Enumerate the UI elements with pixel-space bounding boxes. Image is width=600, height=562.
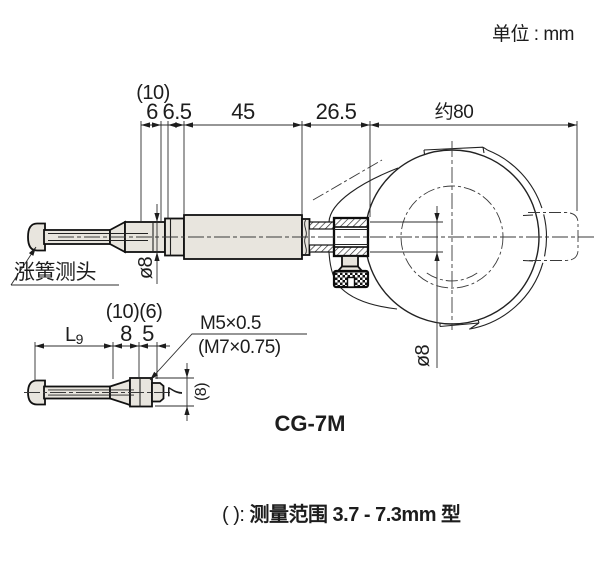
probe-and-body bbox=[27, 214, 594, 289]
probe-tip-label: 涨簧测头 bbox=[14, 261, 96, 284]
clamp-block bbox=[332, 216, 370, 258]
dim-7: 7 bbox=[165, 386, 187, 397]
dim-approx-80: 约80 bbox=[435, 101, 474, 123]
dim-26-5: 26.5 bbox=[316, 99, 357, 124]
thread-alt-label: (M7×0.75) bbox=[198, 337, 281, 358]
dim-alt-10-6: (10)(6) bbox=[106, 301, 163, 323]
dial-stem-diameter-dim: ø8 bbox=[370, 206, 443, 368]
probe-tip-callout: 涨簧测头 bbox=[10, 246, 119, 286]
dim-6: 6 bbox=[146, 99, 158, 124]
dim-8: 8 bbox=[120, 321, 132, 346]
dim-6-5: 6.5 bbox=[162, 99, 191, 124]
dim-alt-8: (8) bbox=[193, 383, 210, 401]
dial-stem-dia-label: ø8 bbox=[412, 344, 434, 367]
stem-diameter-dim: ø8 bbox=[135, 204, 160, 284]
dim-5: 5 bbox=[142, 321, 154, 346]
unit-note: 单位 : mm bbox=[492, 23, 574, 45]
knurl-notch bbox=[346, 276, 356, 288]
top-dimension-chain: (10) 6 6.5 45 26.5 约80 bbox=[136, 82, 578, 222]
thread-label: M5×0.5 bbox=[200, 313, 261, 334]
dim-45: 45 bbox=[231, 99, 255, 124]
range-note: ( ): 测量范围 3.7 - 7.3mm 型 bbox=[222, 502, 461, 526]
clamp-thumbscrew bbox=[332, 255, 370, 289]
dim-L9: L9 bbox=[65, 324, 84, 347]
dim-alt-10: (10) bbox=[136, 82, 170, 104]
stem-dia-label: ø8 bbox=[135, 256, 157, 279]
contact-point-detail-view: L9 (10)(6) 8 5 M5×0.5 (M7×0.75) 7 (8) bbox=[24, 301, 307, 421]
model-label: CG-7M bbox=[275, 411, 346, 436]
contact-knob bbox=[27, 222, 46, 252]
